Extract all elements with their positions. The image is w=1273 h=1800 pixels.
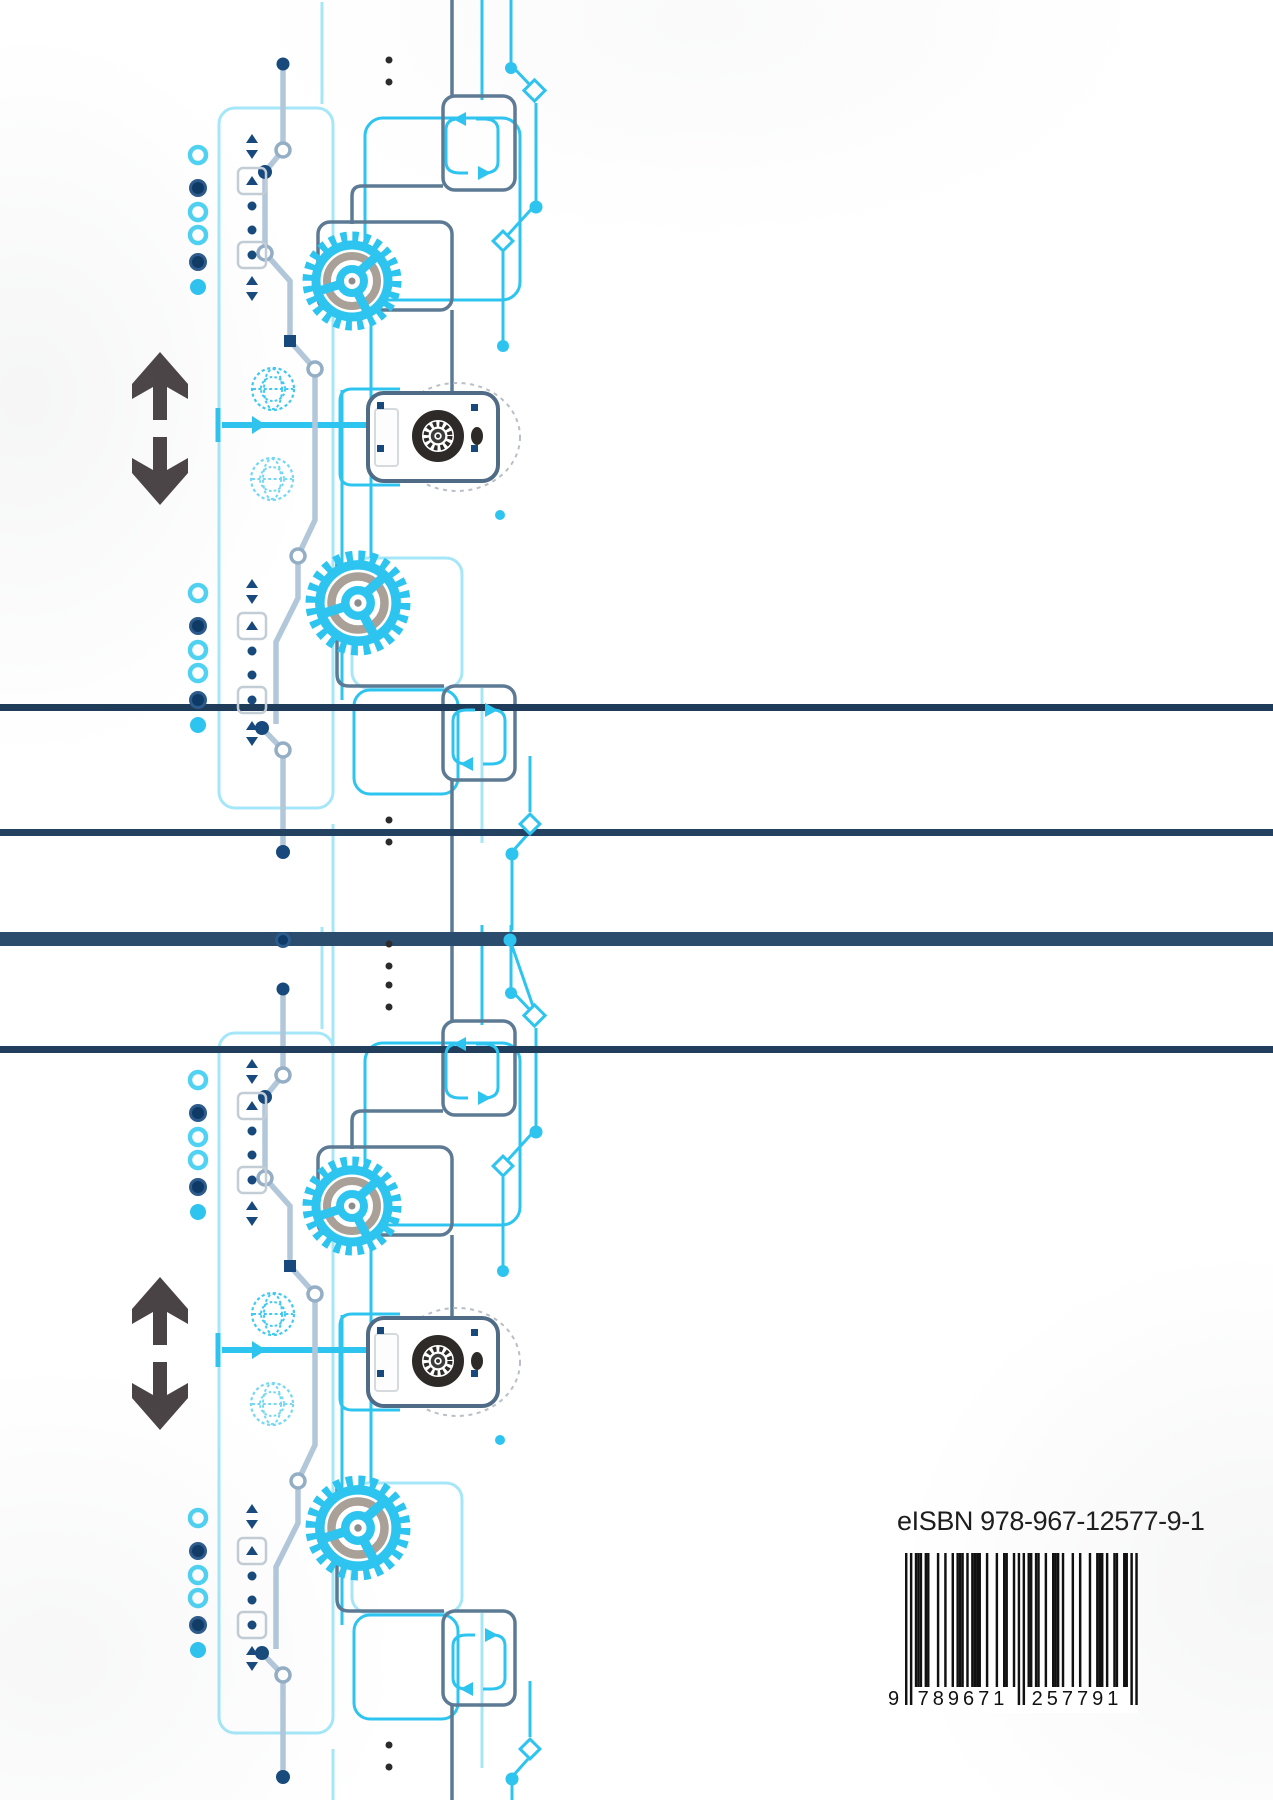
barcode-digits: 9 789671 257791 [888,1688,1138,1712]
horizontal-rule-2 [0,829,1273,836]
barcode-digits-right: 257791 [1031,1688,1123,1711]
horizontal-rule-3 [0,932,1273,946]
horizontal-rule-4 [0,1046,1273,1053]
barcode-digits-left: 789671 [917,1688,1009,1711]
horizontal-rule-1 [0,704,1273,711]
isbn-barcode: 9 789671 257791 [888,1553,1138,1713]
eisbn-label: eISBN 978-967-12577-9-1 [897,1506,1205,1536]
barcode-bars [905,1553,1138,1705]
unit-top-bg [218,0,536,1045]
barcode-digit-first: 9 [888,1688,900,1710]
